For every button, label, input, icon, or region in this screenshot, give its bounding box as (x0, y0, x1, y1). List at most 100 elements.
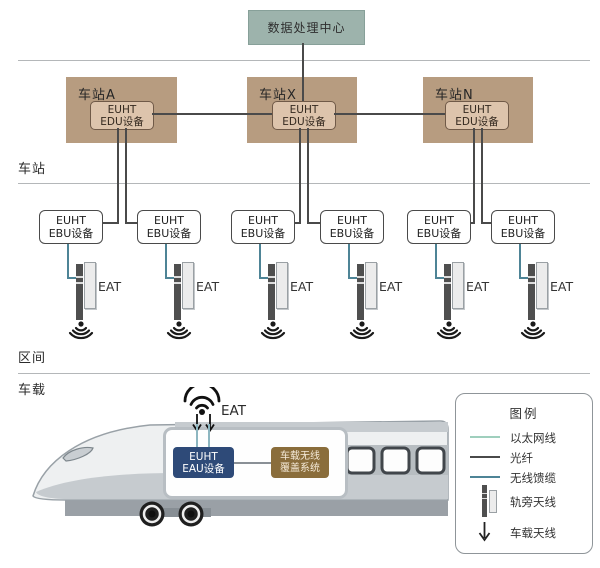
feeder-line (67, 277, 77, 279)
section-label-station: 车站 (18, 162, 47, 177)
antenna-panel (489, 490, 497, 513)
train-window (345, 446, 376, 475)
pole-notch (357, 276, 364, 278)
trackside-antenna-3: EAT (256, 242, 326, 346)
coverage-line2: 覆盖系统 (280, 462, 320, 474)
ebu-line2: EBU设备 (48, 227, 94, 240)
trackside-antenna-4: EAT (345, 242, 415, 346)
wifi-down-icon (68, 321, 94, 340)
eau-line1: EUHT (189, 450, 218, 463)
feeder-line (259, 277, 269, 279)
feeder-line (67, 242, 69, 278)
antenna-panel (365, 262, 377, 309)
eau-device-box: EUHT EAU设备 (173, 447, 234, 478)
train-window (380, 446, 411, 475)
pole-notch (444, 276, 451, 278)
edu-device-x: EUHT EDU设备 (272, 101, 336, 130)
ebu-line2: EBU设备 (240, 227, 286, 240)
antenna-panel (452, 262, 464, 309)
fiber-branch (482, 222, 492, 224)
antenna-pole (357, 264, 364, 320)
fiber-drop (307, 128, 309, 224)
pole-notch (174, 282, 181, 284)
wifi-down-icon (260, 321, 286, 340)
edu-line2: EDU设备 (100, 115, 144, 128)
antenna-pole (76, 264, 83, 320)
feeder-line (519, 242, 521, 278)
pole-notch (528, 276, 535, 278)
edu-line2: EDU设备 (282, 115, 326, 128)
eat-label: EAT (290, 279, 314, 294)
section-label-onboard: 车载 (18, 383, 47, 398)
pole-notch (528, 282, 535, 284)
pole-notch (444, 282, 451, 284)
ebu-line1: EUHT (424, 214, 454, 227)
fiber-branch (126, 222, 138, 224)
data-center-label: 数据处理中心 (267, 21, 346, 35)
fiber-branch (308, 222, 321, 224)
ebu-line2: EBU设备 (500, 227, 546, 240)
antenna-panel (84, 262, 96, 309)
pole-notch (482, 498, 487, 500)
eat-label: EAT (550, 279, 574, 294)
trackside-antenna-1: EAT (64, 242, 134, 346)
fiber-line-edux-edun (334, 113, 445, 115)
pole-notch (482, 493, 487, 495)
legend-title: 图例 (509, 406, 539, 421)
train-eat-label: EAT (221, 403, 246, 419)
feeder-line (435, 277, 445, 279)
wheel-hub (187, 510, 195, 518)
ethernet-line-eau-coverage (234, 462, 271, 464)
wifi-up-icon (183, 387, 221, 415)
eat-label: EAT (196, 279, 220, 294)
divider-station-top (18, 60, 590, 61)
edu-line1: EUHT (107, 103, 137, 116)
ebu-line1: EUHT (508, 214, 538, 227)
onboard-antenna-icon (478, 522, 491, 542)
ebu-line1: EUHT (56, 214, 86, 227)
data-center-box: 数据处理中心 (248, 10, 365, 45)
legend-label-ethernet: 以太网线 (510, 431, 556, 445)
down-arrow-icon (205, 414, 215, 433)
divider-station-interval (18, 183, 590, 184)
fiber-line-swatch (470, 456, 500, 458)
station-name: 车站N (435, 88, 474, 103)
divider-interval-onboard (18, 373, 590, 374)
fiber-line-edua-edux (152, 113, 272, 115)
wheel-ring (181, 504, 201, 524)
wifi-down-icon (349, 321, 375, 340)
ebu-line2: EBU设备 (146, 227, 192, 240)
legend-label-fiber: 光纤 (510, 451, 533, 465)
coverage-system-box: 车载无线 覆盖系统 (271, 447, 329, 478)
feeder-line (208, 424, 210, 448)
section-label-interval: 区间 (18, 351, 47, 366)
pole-notch (357, 282, 364, 284)
eat-label: EAT (466, 279, 490, 294)
wifi-down-icon (166, 321, 192, 340)
eat-label: EAT (379, 279, 403, 294)
antenna-panel (182, 262, 194, 309)
fiber-drop (299, 128, 301, 224)
antenna-pole (528, 264, 535, 320)
antenna-panel (536, 262, 548, 309)
wheel-hub (148, 510, 156, 518)
train-cab-window (62, 446, 94, 462)
fiber-drop (481, 128, 483, 224)
ethernet-line-swatch (470, 436, 500, 438)
trackside-antenna-6: EAT (516, 242, 586, 346)
feeder-line-swatch (470, 476, 500, 478)
pole-notch (174, 276, 181, 278)
antenna-pole (174, 264, 181, 320)
feeder-line (165, 277, 175, 279)
feeder-line (348, 242, 350, 278)
station-name: 车站X (259, 88, 297, 103)
ebu-line2: EBU设备 (329, 227, 375, 240)
ebu-line1: EUHT (154, 214, 184, 227)
fiber-branch (101, 222, 118, 224)
feeder-line (435, 242, 437, 278)
